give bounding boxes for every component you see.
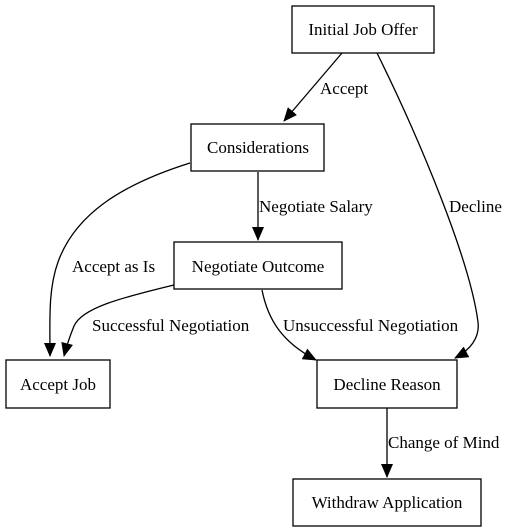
edge-label-successful-negotiation: Successful Negotiation — [92, 316, 250, 335]
node-label: Negotiate Outcome — [192, 257, 325, 276]
edge-unsuccessful-negotiation: Unsuccessful Negotiation — [261, 289, 459, 361]
edge-label-negotiate-salary: Negotiate Salary — [259, 197, 373, 216]
node-considerations: Considerations — [190, 123, 325, 172]
node-label: Withdraw Application — [312, 493, 463, 512]
edge-decline: Decline — [376, 52, 502, 359]
node-label: Considerations — [207, 138, 309, 157]
edge-accept-as-is: Accept as Is — [43, 162, 191, 357]
node-label: Accept Job — [20, 375, 96, 394]
node-negotiate-outcome: Negotiate Outcome — [173, 241, 343, 290]
edge-label-change-of-mind: Change of Mind — [388, 433, 500, 452]
node-accept-job: Accept Job — [5, 359, 111, 409]
edge-label-accept: Accept — [320, 79, 368, 98]
edge-negotiate-salary: Negotiate Salary — [252, 172, 373, 241]
edge-change-of-mind: Change of Mind — [381, 408, 500, 478]
edge-label-decline: Decline — [449, 197, 502, 216]
node-decline-reason: Decline Reason — [316, 359, 458, 409]
node-label: Initial Job Offer — [308, 20, 418, 39]
edge-label-accept-as-is: Accept as Is — [72, 257, 155, 276]
node-label: Decline Reason — [333, 375, 441, 394]
edge-successful-negotiation: Successful Negotiation — [61, 284, 250, 357]
edge-accept: Accept — [283, 52, 368, 122]
edge-label-unsuccessful-negotiation: Unsuccessful Negotiation — [283, 316, 459, 335]
node-withdraw-application: Withdraw Application — [292, 478, 482, 527]
node-initial-job-offer: Initial Job Offer — [291, 5, 435, 54]
